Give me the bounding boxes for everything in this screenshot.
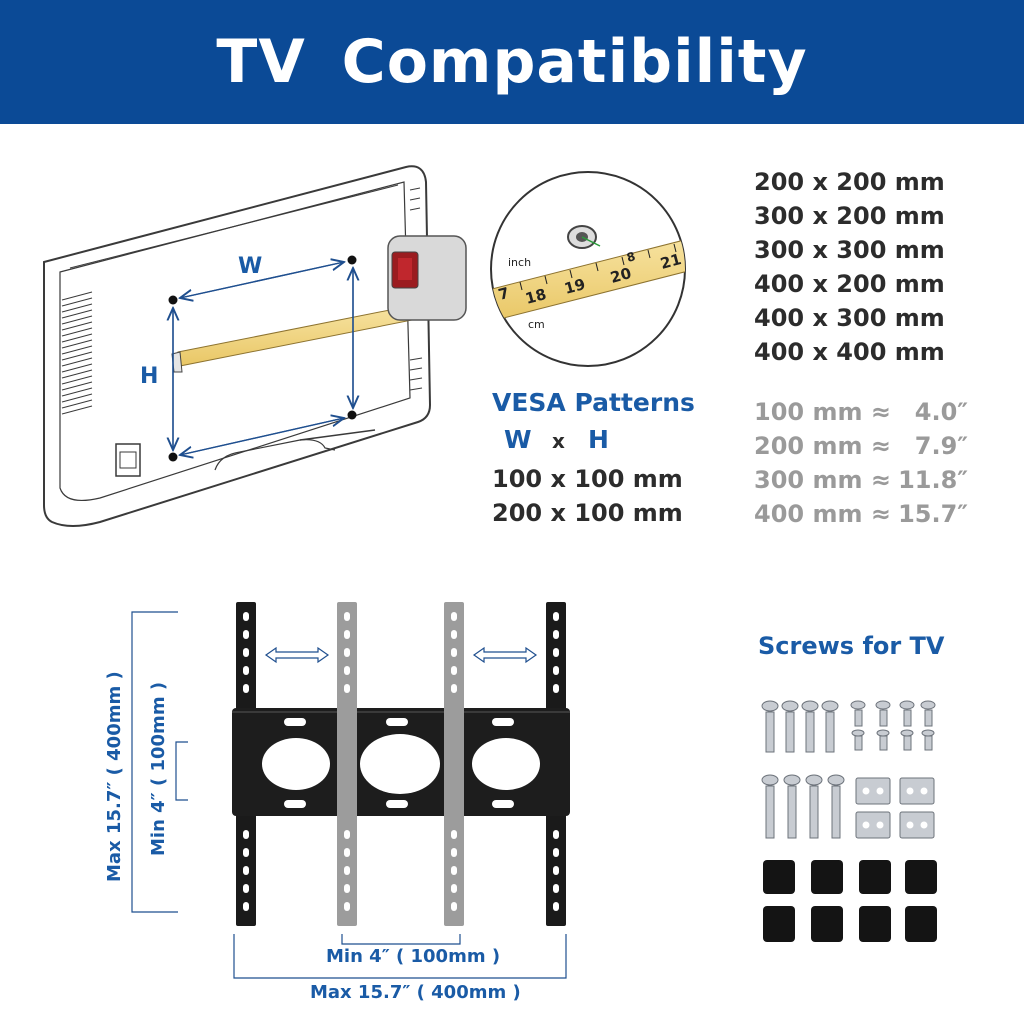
conversion-row: 200 mm ≈ 7.9″ (754, 432, 968, 460)
conversion-row: 400 mm ≈15.7″ (754, 500, 968, 528)
max-horizontal-label: Max 15.7″ ( 400mm ) (310, 982, 521, 1003)
illustrations: inch cm 7 18 19 20 8 21 (0, 124, 1024, 1007)
vesa-dimension-arrows (173, 262, 353, 455)
vesa-x-label: x (552, 429, 565, 453)
vesa-heading: VESA Patterns (492, 388, 695, 417)
vesa-pattern: 200 x 100 mm (492, 499, 683, 527)
conversion-inch: 7.9″ (914, 432, 968, 460)
conversion-row: 100 mm ≈ 4.0″ (754, 398, 968, 426)
conversion-mm: 300 mm ≈ (754, 466, 891, 494)
conversion-mm: 100 mm ≈ (754, 398, 891, 426)
wall-mount-bracket-illustration (232, 602, 570, 926)
vesa-pattern: 400 x 300 mm (754, 304, 945, 332)
vesa-pattern: 100 x 100 mm (492, 465, 683, 493)
min-horizontal-label: Min 4″ ( 100mm ) (326, 946, 501, 967)
conversion-mm: 200 mm ≈ (754, 432, 891, 460)
max-vertical-label: Max 15.7″ ( 400mm ) (104, 671, 125, 882)
screws-heading: Screws for TV (758, 632, 945, 660)
height-label: H (140, 364, 159, 389)
adjust-double-arrows (264, 646, 538, 664)
vesa-pattern: 200 x 200 mm (754, 168, 945, 196)
tape-scale-label: 20 (608, 264, 633, 287)
tape-scale-label: 18 (523, 285, 548, 308)
title-banner: TV Compatibility (0, 0, 1024, 124)
conversion-row: 300 mm ≈11.8″ (754, 466, 968, 494)
bracket-dimension-lines (131, 611, 567, 979)
screws-hardware-illustration (761, 700, 937, 942)
tape-reading-inset: inch cm 7 18 19 20 8 21 (490, 171, 686, 367)
tape-scale-label: 19 (562, 275, 587, 298)
tape-scale-label: 8 (625, 249, 637, 265)
vesa-pattern: 400 x 200 mm (754, 270, 945, 298)
vesa-pattern: 300 x 300 mm (754, 236, 945, 264)
vesa-h-label: H (588, 425, 609, 454)
inset-cm-label: cm (528, 318, 545, 331)
vesa-pattern: 400 x 400 mm (754, 338, 945, 366)
conversion-mm: 400 mm ≈ (754, 500, 891, 528)
inset-inch-label: inch (508, 256, 531, 269)
vesa-w-label: W (504, 425, 532, 454)
min-vertical-label: Min 4″ ( 100mm ) (148, 681, 169, 856)
conversion-inch: 15.7″ (898, 500, 968, 528)
width-label: W (238, 254, 263, 279)
tape-scale-label: 7 (496, 284, 511, 304)
conversion-inch: 4.0″ (914, 398, 968, 426)
vesa-pattern: 300 x 200 mm (754, 202, 945, 230)
conversion-inch: 11.8″ (898, 466, 968, 494)
mounting-hole-dots (168, 255, 357, 462)
tape-scale-label: 21 (658, 250, 683, 273)
page-title: TV Compatibility (216, 27, 808, 97)
